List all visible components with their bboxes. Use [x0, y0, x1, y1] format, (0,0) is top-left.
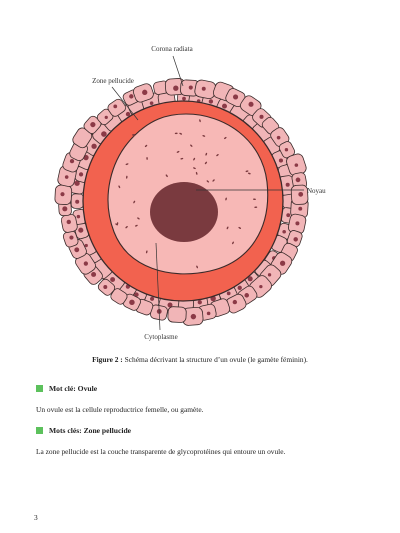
noyau-label: Noyau [307, 187, 326, 195]
figure-caption: Figure 2 : Schéma décrivant la structure… [0, 355, 400, 365]
granule [193, 167, 196, 170]
corona-cell [83, 115, 102, 134]
cytoplasme-label: Cytoplasme [144, 333, 177, 341]
zone-leader-line [111, 86, 139, 121]
granule [224, 136, 227, 140]
granule [196, 265, 199, 269]
granule [180, 157, 184, 160]
definition-ovule: Un ovule est la cellule reproductrice fe… [36, 405, 204, 414]
granule [254, 206, 258, 209]
granule [247, 172, 251, 175]
caption-text: Schéma décrivant la structure d’un ovule… [124, 355, 308, 364]
granule [202, 135, 206, 137]
corona-cell [107, 98, 126, 117]
corona-cell [278, 141, 296, 159]
nucleus [150, 182, 218, 242]
granule [238, 226, 242, 229]
granule [205, 152, 208, 156]
granule [193, 157, 196, 161]
corona-cell [194, 79, 217, 100]
corona-cell [122, 293, 141, 311]
granule [145, 250, 148, 254]
corona-cell [70, 193, 84, 209]
corona-cell [287, 213, 307, 235]
cytoplasm-granules [115, 119, 258, 269]
granule [226, 226, 229, 230]
granule [176, 150, 180, 153]
granule [125, 163, 129, 166]
granule [133, 200, 136, 204]
page-number: 3 [34, 513, 38, 522]
keyword-heading-zone: Mots clés: Zone pellucide [36, 426, 131, 435]
granule [144, 144, 148, 148]
granule [231, 241, 234, 245]
corona-cell [290, 184, 309, 205]
corona-cell [286, 153, 307, 176]
granule [146, 156, 148, 160]
keyword-heading-ovule: Mot clé: Ovule [36, 384, 97, 393]
granule [115, 223, 118, 226]
corona-cell [54, 184, 73, 205]
granule [134, 224, 138, 227]
caption-bold: Figure 2 : [92, 355, 123, 364]
granule [174, 132, 178, 135]
corona-cell [132, 83, 154, 103]
corona-radiata-cells [54, 78, 309, 326]
granule [212, 179, 215, 182]
keyword-heading-text: Mots clés: Zone pellucide [49, 426, 132, 435]
corona-cell [62, 230, 79, 248]
corona-cell [181, 306, 204, 326]
granule [206, 180, 210, 183]
zone-pellucide-label: Zone pellucide [92, 77, 134, 85]
granule [252, 198, 256, 201]
granule [204, 161, 208, 165]
granule [133, 133, 136, 137]
cytoplasme-leader-line [155, 242, 161, 331]
corona-leader-line [172, 55, 184, 87]
corona-cell [110, 288, 128, 305]
green-square-icon [36, 385, 43, 392]
corona-radiata-label: Corona radiata [151, 45, 193, 53]
granule [199, 119, 201, 123]
granule [216, 154, 219, 157]
granule [225, 197, 227, 201]
granule [118, 185, 121, 189]
granule [165, 174, 168, 178]
definition-zone-pellucide: La zone pellucide est la couche transpar… [36, 447, 286, 456]
corona-cell [97, 278, 116, 296]
granule [126, 175, 128, 179]
granule [125, 225, 128, 229]
granule [195, 171, 198, 175]
corona-cell [167, 306, 187, 323]
granule [245, 170, 249, 173]
keyword-heading-text: Mot clé: Ovule [49, 384, 98, 393]
green-square-icon [36, 427, 43, 434]
granule [190, 144, 193, 147]
granule [137, 217, 140, 220]
ovule-diagram: Corona radiata Zone pellucide Noyau Cyto… [54, 45, 326, 341]
granule [179, 132, 183, 135]
